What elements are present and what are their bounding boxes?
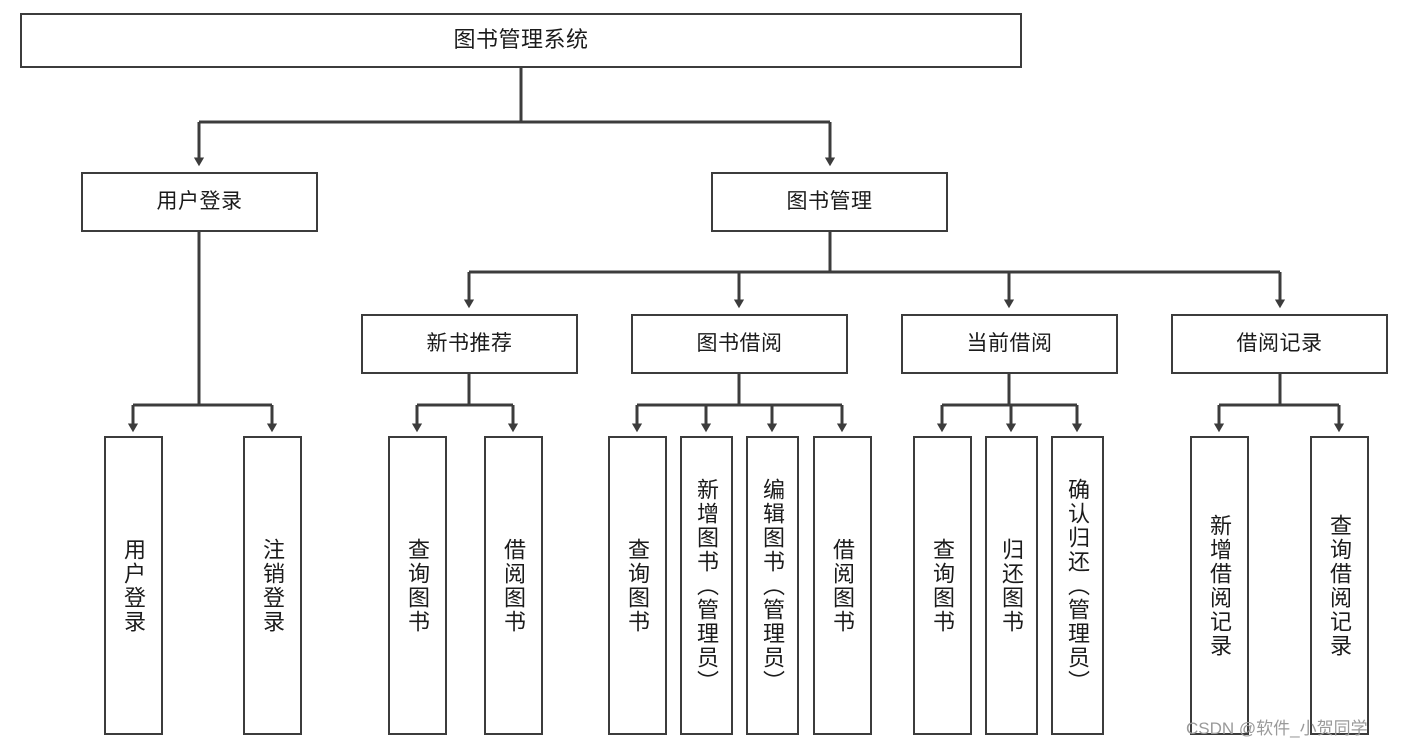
node-label: 查询借阅记录 xyxy=(1327,513,1353,658)
node-root[interactable]: 图书管理系统 xyxy=(20,13,1022,68)
watermark: CSDN @软件_小贺同学 xyxy=(1186,719,1368,738)
node-label: 确认归还（管理员） xyxy=(1065,477,1091,694)
node-label: 新书推荐 xyxy=(426,331,513,355)
node-label: 图书管理系统 xyxy=(453,27,589,53)
node-label: 借阅图书 xyxy=(501,537,527,634)
node-leaf-logout-login[interactable]: 注销登录 xyxy=(243,436,302,735)
node-leaf-add-record[interactable]: 新增借阅记录 xyxy=(1190,436,1249,735)
node-book-manage[interactable]: 图书管理 xyxy=(711,172,948,232)
node-label: 注销登录 xyxy=(260,537,286,634)
node-leaf-borrow-book-2[interactable]: 借阅图书 xyxy=(813,436,872,735)
node-leaf-confirm-return[interactable]: 确认归还（管理员） xyxy=(1051,436,1104,735)
node-leaf-query-record[interactable]: 查询借阅记录 xyxy=(1310,436,1369,735)
node-label: 查询图书 xyxy=(625,537,651,634)
node-borrow-record[interactable]: 借阅记录 xyxy=(1171,314,1388,374)
node-leaf-query-book-2[interactable]: 查询图书 xyxy=(608,436,667,735)
node-label: 新增借阅记录 xyxy=(1207,513,1233,658)
node-label: 新增图书（管理员） xyxy=(694,477,720,694)
node-leaf-query-book-3[interactable]: 查询图书 xyxy=(913,436,972,735)
node-leaf-edit-book[interactable]: 编辑图书（管理员） xyxy=(746,436,799,735)
node-label: 用户登录 xyxy=(156,189,243,213)
node-book-borrow[interactable]: 图书借阅 xyxy=(631,314,848,374)
node-label: 借阅记录 xyxy=(1236,331,1323,355)
node-user-login[interactable]: 用户登录 xyxy=(81,172,318,232)
node-label: 归还图书 xyxy=(999,537,1025,634)
node-label: 当前借阅 xyxy=(966,331,1053,355)
node-label: 图书管理 xyxy=(786,189,873,213)
node-label: 查询图书 xyxy=(930,537,956,634)
node-leaf-return-book[interactable]: 归还图书 xyxy=(985,436,1038,735)
node-leaf-add-book[interactable]: 新增图书（管理员） xyxy=(680,436,733,735)
node-new-book-recommend[interactable]: 新书推荐 xyxy=(361,314,578,374)
node-label: 借阅图书 xyxy=(830,537,856,634)
node-label: 编辑图书（管理员） xyxy=(760,477,786,694)
node-current-borrow[interactable]: 当前借阅 xyxy=(901,314,1118,374)
node-leaf-user-login[interactable]: 用户登录 xyxy=(104,436,163,735)
node-label: 用户登录 xyxy=(121,537,147,634)
node-leaf-borrow-book-1[interactable]: 借阅图书 xyxy=(484,436,543,735)
node-label: 查询图书 xyxy=(405,537,431,634)
node-label: 图书借阅 xyxy=(696,331,783,355)
node-leaf-query-book-1[interactable]: 查询图书 xyxy=(388,436,447,735)
